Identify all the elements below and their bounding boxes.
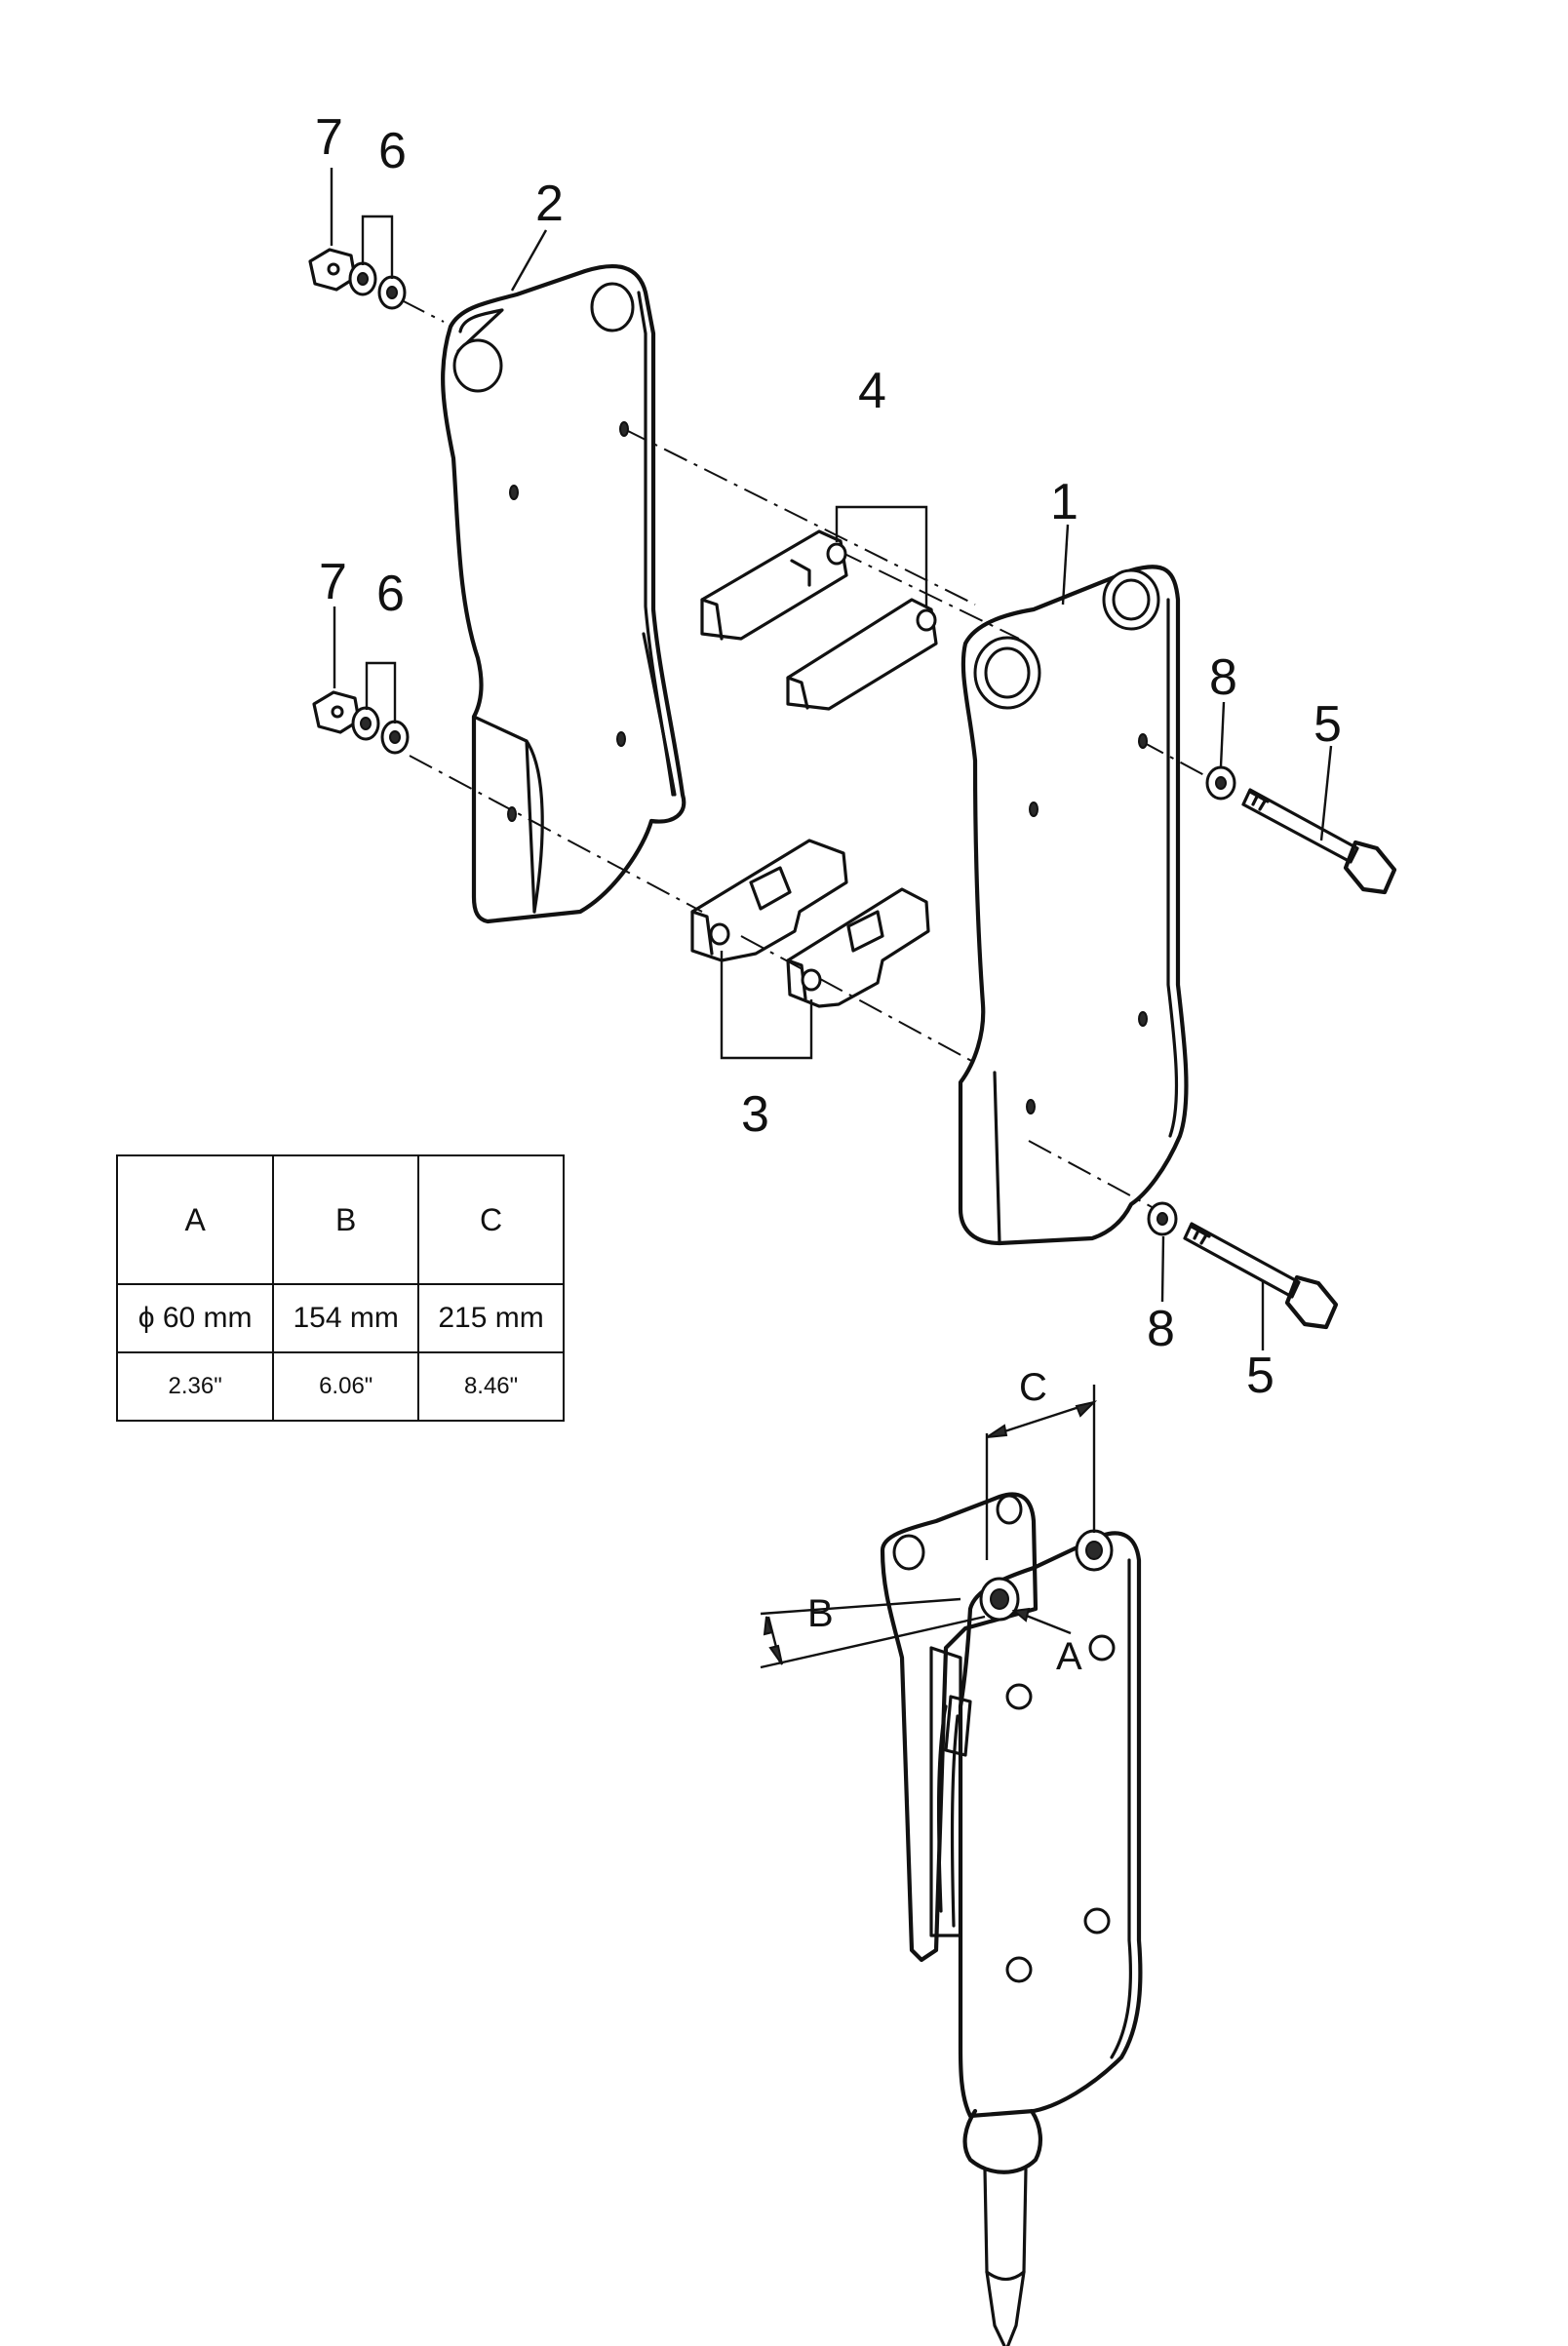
callout-5-lower: 5 xyxy=(1246,1348,1274,1404)
spec-imperial-c: 8.46" xyxy=(417,1351,565,1422)
spec-imperial-a: 2.36" xyxy=(115,1351,275,1422)
dimension-lines xyxy=(760,1385,1098,1669)
callout-4: 4 xyxy=(858,363,886,419)
callout-8-lower: 8 xyxy=(1147,1301,1175,1357)
spec-header-b: B xyxy=(272,1154,420,1285)
bolt-and-washer-lower xyxy=(1147,1201,1339,1330)
spec-header-row: A B C xyxy=(115,1154,565,1285)
callout-6-lower: 6 xyxy=(376,566,405,622)
side-plate-rear xyxy=(441,263,686,924)
callout-7-lower: 7 xyxy=(319,554,347,610)
upper-bracket-pair xyxy=(700,529,938,711)
spec-metric-b: 154 mm xyxy=(272,1283,420,1353)
lower-bracket-pair xyxy=(690,839,930,1008)
side-plate-front xyxy=(958,565,1189,1246)
nut-and-washers-upper xyxy=(308,248,407,310)
dimension-label-b: B xyxy=(807,1592,834,1635)
spec-metric-c: 215 mm xyxy=(417,1283,565,1353)
callout-2: 2 xyxy=(535,176,564,232)
callout-3: 3 xyxy=(741,1086,769,1143)
assembly-axis-lines xyxy=(401,299,1205,1210)
callout-5-upper: 5 xyxy=(1313,696,1342,753)
dimension-label-c: C xyxy=(1019,1366,1047,1409)
callout-6-upper: 6 xyxy=(378,123,407,179)
callout-leaders xyxy=(330,168,1333,1350)
assembled-breaker-view xyxy=(880,1492,1143,2346)
callout-8-upper: 8 xyxy=(1209,649,1237,706)
dimension-label-a: A xyxy=(1056,1635,1082,1678)
bolt-and-washer-upper xyxy=(1205,765,1397,895)
callout-7-upper: 7 xyxy=(315,109,343,166)
spec-header-c: C xyxy=(417,1154,565,1285)
spec-metric-a: ϕ 60 mm xyxy=(115,1283,275,1353)
nut-and-washers-lower xyxy=(312,690,410,755)
callout-numbers: 7 6 2 4 1 7 6 8 5 3 8 5 xyxy=(315,109,1342,1404)
spec-header-a: A xyxy=(115,1154,275,1285)
callout-1: 1 xyxy=(1050,474,1078,530)
spec-metric-row: ϕ 60 mm 154 mm 215 mm xyxy=(115,1283,565,1353)
spec-imperial-b: 6.06" xyxy=(272,1351,420,1422)
dimension-spec-table: A B C ϕ 60 mm 154 mm 215 mm 2.36" 6.06" … xyxy=(115,1154,565,1422)
dimension-labels: C B A xyxy=(807,1366,1082,1678)
spec-imperial-row: 2.36" 6.06" 8.46" xyxy=(115,1351,565,1422)
